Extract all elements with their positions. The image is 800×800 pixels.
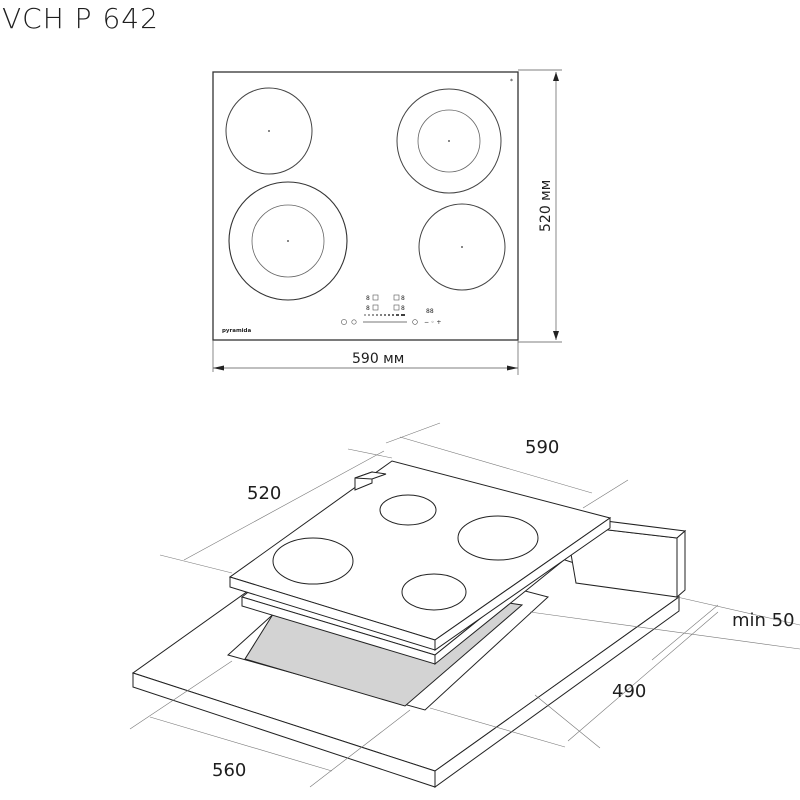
zone-display-3: 8 — [366, 305, 370, 312]
power-slider[interactable] — [363, 321, 407, 323]
zone-front-left-icon — [372, 304, 379, 311]
iso-burner-front-right — [401, 573, 467, 611]
iso-depth-label: 520 — [247, 483, 281, 504]
model-title: VCH P 642 — [2, 2, 159, 35]
burner-front-left — [228, 181, 348, 301]
burner-front-right — [418, 203, 506, 291]
zone-front-right-icon — [393, 304, 400, 311]
burner-rear-right — [396, 88, 502, 194]
timer-controls: − ◦ + — [424, 319, 441, 326]
iso-burner-rear-right — [457, 515, 539, 561]
zone-rear-right-icon — [393, 294, 400, 301]
zone-rear-left-icon — [372, 294, 379, 301]
zone-display-1: 8 — [366, 295, 370, 302]
dimension-height — [518, 69, 562, 343]
iso-view — [129, 422, 800, 788]
zone-display-4: 8 — [401, 305, 405, 312]
iso-cutout-width-label: 560 — [212, 760, 246, 781]
height-label: 520 мм — [538, 180, 554, 232]
burner-rear-left — [225, 87, 313, 175]
dimension-width — [212, 340, 519, 375]
iso-min-gap-label: min 50 — [732, 610, 795, 631]
zone-display-2: 8 — [401, 295, 405, 302]
corner-symbol-icon: * — [510, 78, 513, 85]
iso-burner-front-left — [272, 537, 354, 585]
gear-icon — [412, 319, 418, 325]
iso-burner-rear-left — [379, 494, 437, 526]
control-panel: 8 8 8 8 88 — [341, 294, 441, 326]
width-label: 590 мм — [352, 351, 404, 367]
power-icon — [341, 319, 347, 325]
iso-dimension-lines — [129, 422, 800, 788]
iso-width-label: 590 — [525, 437, 559, 458]
iso-cutout-depth-label: 490 — [612, 681, 646, 702]
lock-icon — [351, 319, 357, 325]
top-view: * 8 8 8 — [212, 69, 562, 375]
timer-display: 88 — [426, 308, 434, 315]
brand-logo: pyramida — [222, 328, 251, 334]
